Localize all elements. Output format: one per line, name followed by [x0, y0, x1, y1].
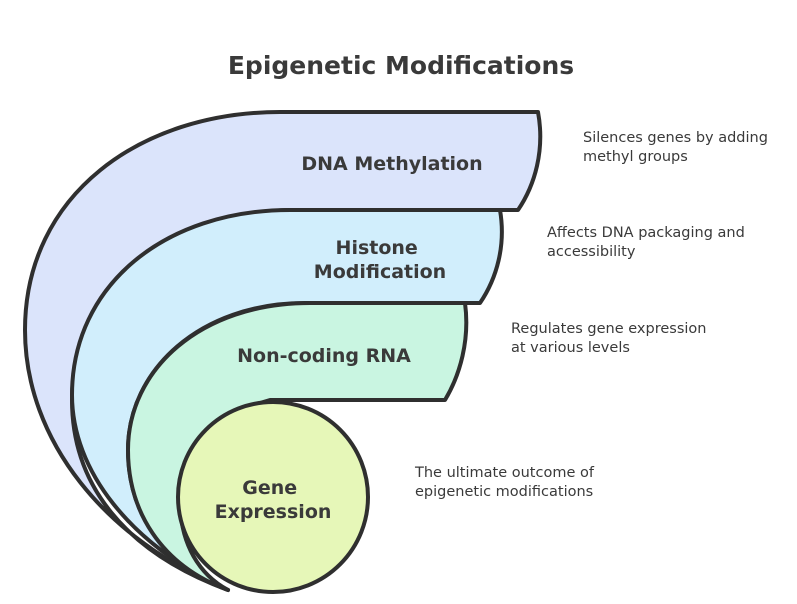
svg-text:Gene Expression: Gene Expression [215, 477, 332, 523]
layer-non-coding-rna-desc-line-1: Regulates gene expression [511, 321, 706, 337]
layer-histone-modification-label-line-1: Histone [336, 237, 418, 259]
layer-gene-expression-desc-line-2: epigenetic modifications [415, 484, 593, 500]
svg-text:Silences genes by adding: Silences genes by adding methyl groups [583, 130, 773, 165]
svg-text:The ultimate outcome of: The ultimate outcome of epigenetic modif… [414, 465, 599, 500]
layer-histone-modification: Histone Modification Affects DNA packagi… [70, 208, 749, 592]
svg-text:Regulates gene expression: Regulates gene expression at various lev… [511, 321, 711, 356]
svg-text:DNA Methylation: DNA Methylation [301, 153, 482, 175]
layer-gene-expression-label-line-1: Gene [242, 477, 297, 499]
layer-dna-methylation-desc-line-2: methyl groups [583, 149, 688, 165]
layer-gene-expression: Gene Expression The ultimate outcome of … [176, 400, 599, 594]
layer-gene-expression-shape [176, 400, 370, 594]
layer-histone-modification-label-line-2: Modification [314, 261, 446, 283]
layer-dna-methylation-desc-line-1: Silences genes by adding [583, 130, 768, 146]
layer-non-coding-rna-desc-line-2: at various levels [511, 340, 630, 356]
svg-text:Non-coding RNA: Non-coding RNA [237, 345, 411, 367]
diagram-title: Epigenetic Modifications [228, 51, 574, 80]
layer-non-coding-rna: Non-coding RNA Regulates gene expression… [126, 301, 711, 592]
layer-gene-expression-label-line-2: Expression [215, 501, 332, 523]
layer-non-coding-rna-label-line-1: Non-coding RNA [237, 345, 411, 367]
svg-text:Histone Modification: Histone Modification [314, 237, 446, 283]
layer-dna-methylation-label-line-1: DNA Methylation [301, 153, 482, 175]
layer-histone-modification-desc-line-2: accessibility [547, 244, 636, 260]
svg-text:Affects DNA packaging and: Affects DNA packaging and accessibility [547, 225, 749, 260]
layer-histone-modification-desc-line-1: Affects DNA packaging and [547, 225, 745, 241]
layer-gene-expression-desc-line-1: The ultimate outcome of [414, 465, 595, 481]
